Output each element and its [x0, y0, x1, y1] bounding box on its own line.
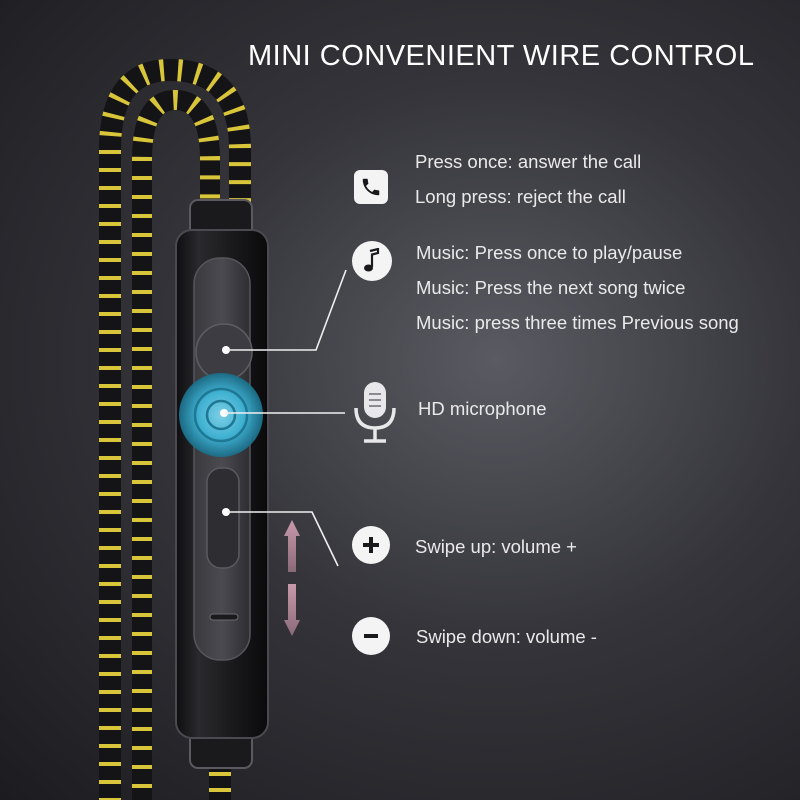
plus-icon	[352, 526, 390, 564]
music-previous-song-text: Music: press three times Previous song	[416, 312, 739, 333]
microphone-icon	[350, 378, 400, 448]
microphone-label: HD microphone	[418, 398, 547, 419]
volume-down-text: Swipe down: volume -	[416, 626, 597, 647]
volume-up-text: Swipe up: volume +	[415, 536, 577, 557]
call-answer-text: Press once: answer the call	[415, 151, 642, 172]
cable-loop-inner	[132, 89, 220, 800]
music-next-song-text: Music: Press the next song twice	[416, 277, 686, 298]
volume-slider	[206, 467, 240, 621]
leader-lines	[224, 269, 347, 567]
call-reject-text: Long press: reject the call	[415, 186, 626, 207]
music-play-pause-text: Music: Press once to play/pause	[416, 242, 683, 263]
swipe-arrows	[284, 520, 300, 636]
music-note-icon	[352, 241, 392, 281]
phone-icon	[354, 170, 388, 204]
multifunction-button	[195, 323, 253, 381]
microphone-hole	[179, 373, 263, 457]
cable-loop-outer	[99, 58, 251, 800]
minus-icon	[352, 617, 390, 655]
page-title: MINI CONVENIENT WIRE CONTROL	[248, 40, 755, 72]
